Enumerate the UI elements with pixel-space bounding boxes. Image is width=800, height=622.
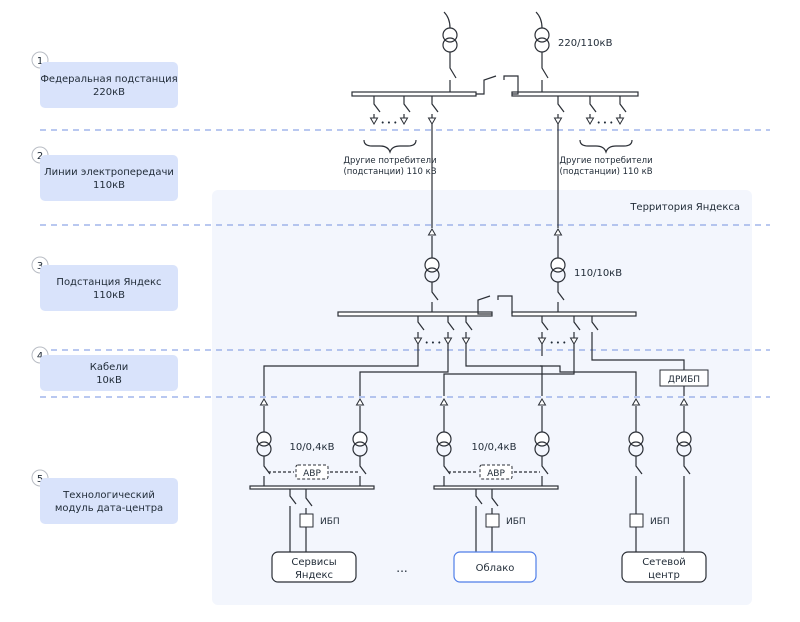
ups-box-right: [629, 513, 644, 528]
avr-box-mid: [479, 464, 513, 480]
avr-box-left: [295, 464, 329, 480]
svg-text:110кВ: 110кВ: [93, 290, 125, 301]
svg-text:4: 4: [37, 351, 43, 362]
transformer-label-220: 220/110кВ: [558, 38, 613, 49]
svg-text:АВР: АВР: [303, 469, 321, 479]
svg-text:центр: центр: [648, 570, 680, 581]
svg-text:Яндекс: Яндекс: [295, 570, 333, 581]
other-consumers-left: Другие потребители (подстанции) 110 кВ: [343, 139, 437, 177]
ups-box-left: [299, 513, 314, 528]
svg-text:5: 5: [37, 474, 43, 485]
feeder-ellipsis: • • •: [425, 339, 442, 347]
feeder-ellipsis: • • •: [381, 119, 398, 127]
bus-04-left: [249, 485, 375, 490]
svg-text:110кВ: 110кВ: [93, 180, 125, 191]
load-services-yandex: [271, 551, 357, 583]
bus-10-right: [511, 311, 637, 317]
svg-text:(подстанции) 110 кВ: (подстанции) 110 кВ: [343, 167, 436, 177]
transformer-label-10-mid: 10/0,4кВ: [472, 442, 517, 453]
svg-text:Другие потребители: Другие потребители: [343, 156, 436, 166]
svg-text:Федеральная подстанция: Федеральная подстанция: [40, 74, 177, 85]
transformer-label-110: 110/10кВ: [574, 268, 622, 279]
svg-text:1: 1: [37, 56, 43, 67]
feeder-ellipsis: • • •: [597, 119, 614, 127]
datacenter-module: 10/0,4кВ 10/0,4кВ АВР ИБП Сервисы Яндекс…: [249, 398, 707, 583]
level-4: 4 Кабели 10кВ: [31, 346, 178, 391]
svg-text:Линии электропередачи: Линии электропередачи: [44, 167, 174, 178]
svg-text:(подстанции) 110 кВ: (подстанции) 110 кВ: [559, 167, 652, 177]
dribp-label: ДРИБП: [668, 375, 700, 385]
transformer-label-10-left: 10/0,4кВ: [290, 442, 335, 453]
feeder-ellipsis: • • •: [550, 339, 567, 347]
territory-label: Территория Яндекса: [629, 202, 740, 213]
svg-text:АВР: АВР: [487, 469, 505, 479]
svg-text:3: 3: [37, 261, 43, 272]
other-consumers-right: Другие потребители (подстанции) 110 кВ: [559, 139, 653, 177]
bus-04-mid: [433, 485, 559, 490]
svg-text:ИБП: ИБП: [650, 517, 670, 527]
svg-text:2: 2: [37, 151, 43, 162]
svg-text:Сервисы: Сервисы: [291, 557, 336, 568]
loads-ellipsis: ...: [396, 561, 407, 575]
svg-text:10кВ: 10кВ: [96, 375, 122, 386]
svg-text:Сетевой: Сетевой: [642, 557, 686, 568]
svg-text:Облако: Облако: [476, 563, 515, 574]
load-network-center: [621, 551, 707, 583]
cables-10kv: ДРИБП: [263, 344, 709, 396]
bus-220-left: [351, 91, 477, 97]
svg-text:модуль дата-центра: модуль дата-центра: [55, 503, 163, 514]
federal-substation: 220/110кВ • • • • • •: [351, 11, 639, 127]
level-5: 5 Технологический модуль дата-центра: [31, 469, 178, 524]
svg-text:Кабели: Кабели: [90, 362, 128, 373]
ups-box-mid: [485, 513, 500, 528]
svg-text:Технологический: Технологический: [62, 490, 155, 501]
level-1: 1 Федеральная подстанция 220кВ: [31, 51, 178, 108]
svg-text:Другие потребители: Другие потребители: [559, 156, 652, 166]
bus-220-right: [511, 91, 639, 97]
svg-text:220кВ: 220кВ: [93, 87, 125, 98]
load-cloud: [453, 551, 537, 583]
level-2: 2 Линии электропередачи 110кВ: [31, 146, 178, 201]
yandex-substation: 110/10кВ • • • • • •: [337, 236, 637, 348]
svg-text:Подстанция Яндекс: Подстанция Яндекс: [56, 277, 161, 288]
svg-text:ИБП: ИБП: [320, 517, 340, 527]
level-3: 3 Подстанция Яндекс 110кВ: [31, 256, 178, 311]
bus-10-left: [337, 311, 493, 317]
svg-text:ИБП: ИБП: [506, 517, 526, 527]
